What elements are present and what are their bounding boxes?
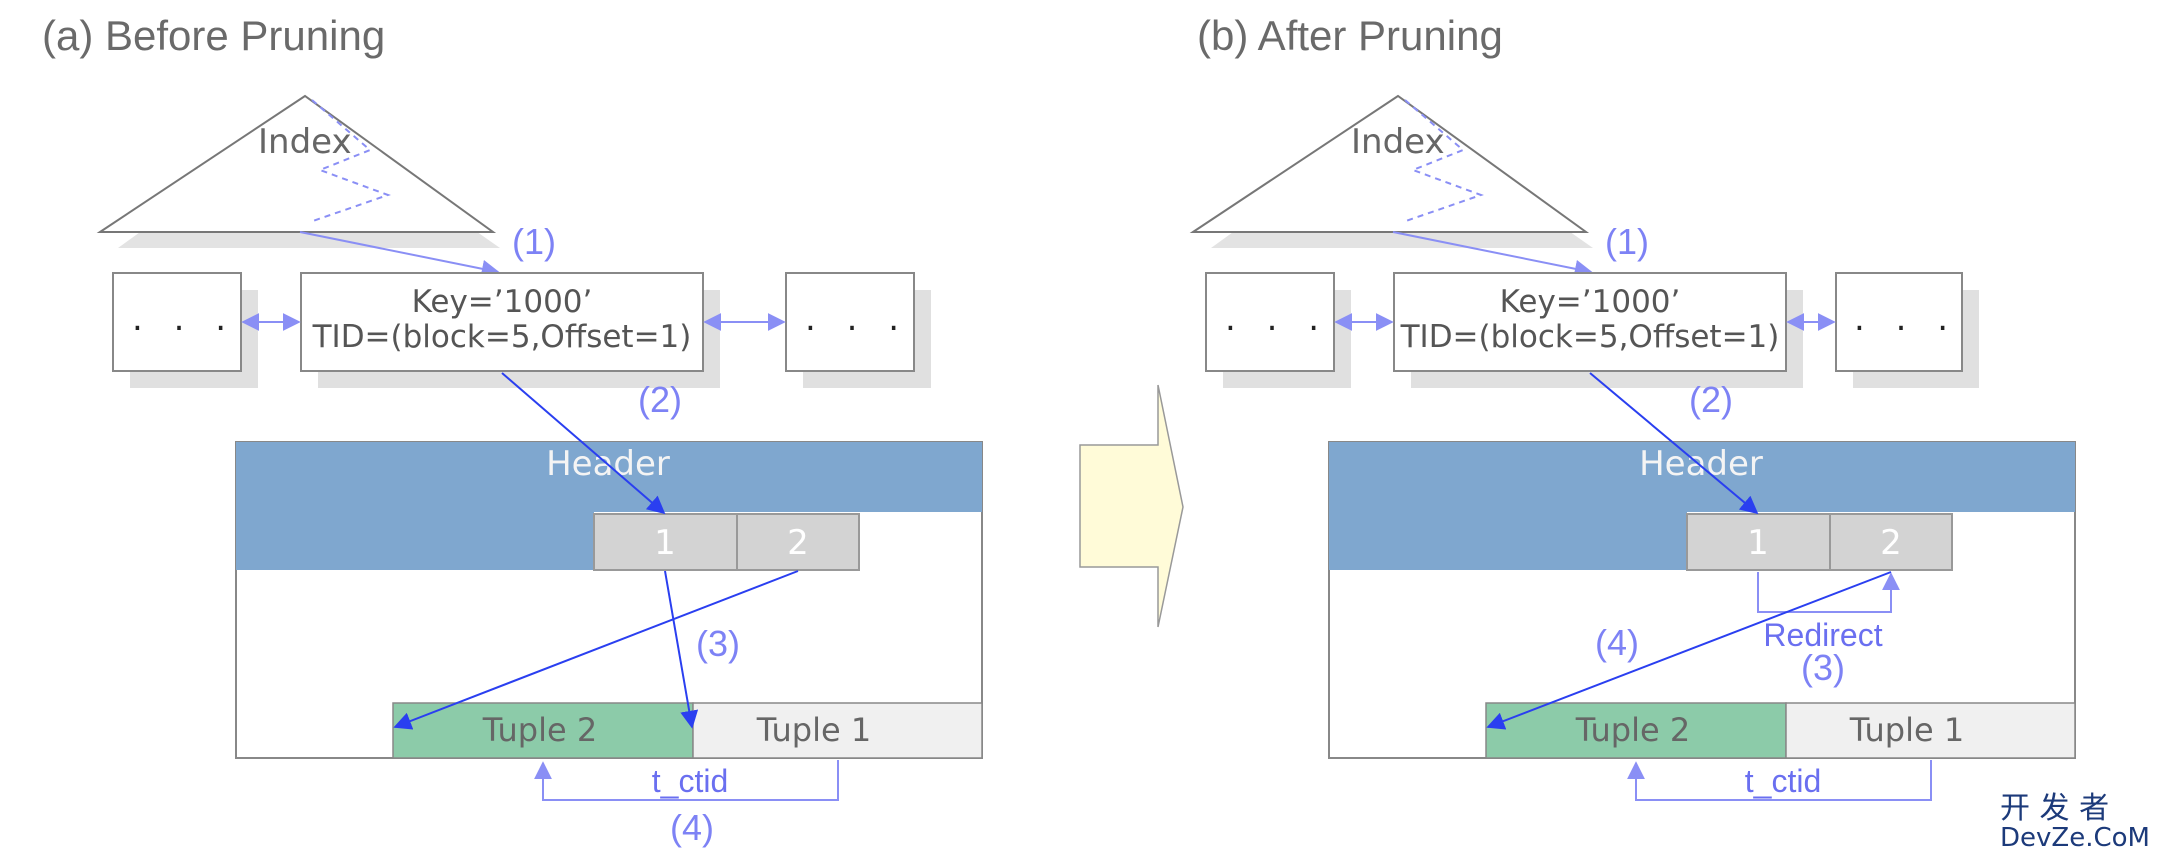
tuple-1-label: Tuple 1 bbox=[756, 711, 871, 749]
redirect-label: Redirect bbox=[1763, 617, 1882, 653]
ctid-link bbox=[1627, 760, 1932, 801]
redirect-link bbox=[1757, 572, 1900, 613]
leaf-page-right bbox=[1835, 272, 1963, 372]
ellipsis-right: . . . bbox=[805, 299, 909, 339]
ellipsis-left: . . . bbox=[1225, 299, 1329, 339]
index-entry bbox=[1393, 272, 1787, 372]
watermark: 开 发 者 DevZe.CoM bbox=[2000, 791, 2150, 853]
index-label: Index bbox=[258, 122, 352, 162]
panel-title: (a) Before Pruning bbox=[42, 12, 385, 59]
step-4-label: (4) bbox=[670, 807, 714, 848]
arrow-step-4 bbox=[1486, 571, 1892, 730]
arrow-step-2 bbox=[1589, 372, 1759, 515]
header-label: Header bbox=[1639, 444, 1763, 484]
arrow-step-1 bbox=[299, 231, 500, 278]
arrow-slot-2 bbox=[393, 570, 799, 730]
arrow-step-1 bbox=[1392, 231, 1593, 278]
ctid-label: t_ctid bbox=[652, 763, 728, 799]
panel-before: (a) Before Pruning Index (1) . . . Key=’… bbox=[42, 12, 983, 848]
arrow-step-2 bbox=[501, 372, 666, 515]
arrow-step-3 bbox=[664, 570, 699, 729]
step-4-label: (4) bbox=[1595, 622, 1639, 663]
line-pointer-2 bbox=[736, 513, 860, 571]
tid-line: TID=(block=5,Offset=1) bbox=[1400, 319, 1780, 355]
panel-after: (b) After Pruning Index (1) . . . Key=’1… bbox=[1189, 12, 2076, 801]
leaf-page-right bbox=[785, 272, 915, 372]
tid-line: TID=(block=5,Offset=1) bbox=[312, 319, 692, 355]
slot-2-label: 2 bbox=[1880, 523, 1902, 563]
slot-1-label: 1 bbox=[1747, 523, 1769, 563]
step-2-label: (2) bbox=[638, 379, 682, 420]
step-1-label: (1) bbox=[512, 221, 556, 262]
slot-1-label: 1 bbox=[654, 523, 676, 563]
ellipsis-left: . . . bbox=[132, 299, 236, 339]
watermark-line-1: 开 发 者 bbox=[2000, 791, 2109, 826]
index-tree: Index bbox=[96, 94, 500, 248]
watermark-line-2: DevZe.CoM bbox=[2000, 823, 2150, 853]
index-label: Index bbox=[1351, 122, 1445, 162]
tuple-2 bbox=[392, 702, 694, 759]
step-3-label: (3) bbox=[1801, 647, 1845, 688]
tuple-1 bbox=[1785, 702, 2076, 759]
tuple-1 bbox=[692, 702, 983, 759]
line-pointer-2 bbox=[1829, 513, 1953, 571]
key-line: Key=’1000’ bbox=[412, 284, 593, 320]
line-pointer-1 bbox=[593, 513, 738, 571]
panel-title: (b) After Pruning bbox=[1197, 12, 1503, 59]
transition-arrow bbox=[1079, 384, 1184, 628]
slot-2-label: 2 bbox=[787, 523, 809, 563]
ctid-label: t_ctid bbox=[1745, 763, 1821, 799]
index-tree: Index bbox=[1189, 94, 1593, 248]
tuple-1-label: Tuple 1 bbox=[1849, 711, 1964, 749]
page-header bbox=[1329, 442, 2075, 512]
tuple-2-label: Tuple 2 bbox=[482, 711, 597, 749]
page-header bbox=[236, 442, 982, 512]
step-1-label: (1) bbox=[1605, 221, 1649, 262]
ellipsis-right: . . . bbox=[1854, 299, 1958, 339]
step-2-label: (2) bbox=[1689, 379, 1733, 420]
step-3-label: (3) bbox=[696, 623, 740, 664]
leaf-page-left bbox=[112, 272, 242, 372]
tuple-2-label: Tuple 2 bbox=[1575, 711, 1690, 749]
key-line: Key=’1000’ bbox=[1500, 284, 1681, 320]
index-entry bbox=[300, 272, 704, 372]
line-pointer-1 bbox=[1686, 513, 1831, 571]
ctid-link bbox=[534, 760, 839, 801]
leaf-page-left bbox=[1205, 272, 1335, 372]
